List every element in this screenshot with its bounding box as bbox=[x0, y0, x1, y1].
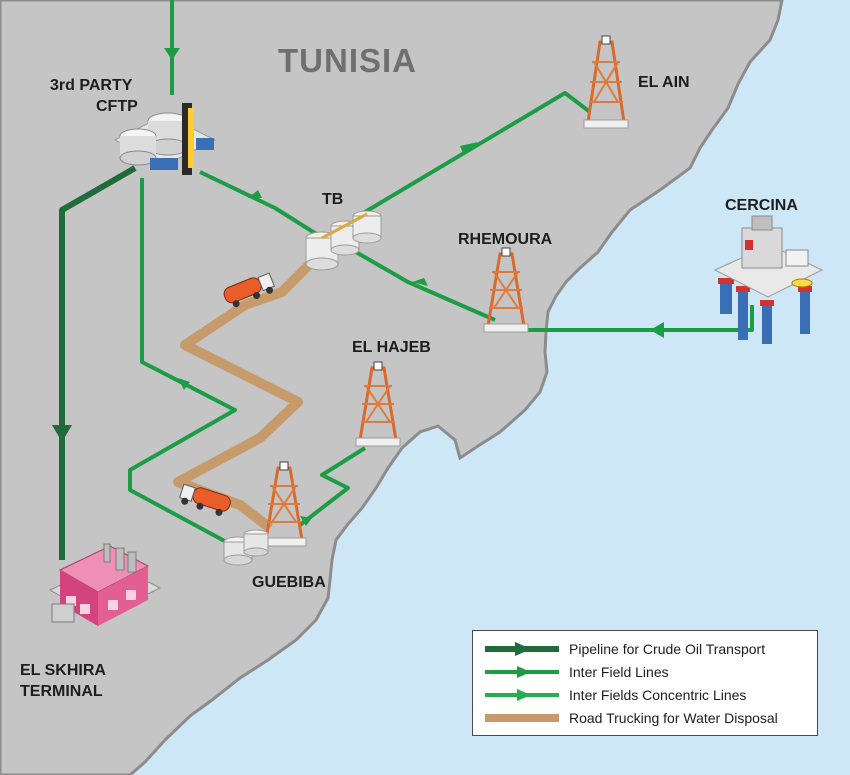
tunisia-landmass bbox=[0, 0, 784, 775]
tanker-truck-icon-south bbox=[179, 483, 231, 516]
site-label-cercina: CERCINA bbox=[725, 197, 798, 214]
arrow-guebiba bbox=[300, 516, 312, 526]
legend-symbol-crude-pipeline bbox=[485, 642, 559, 656]
site-label-el-ain: EL AIN bbox=[638, 74, 690, 91]
terminal-refinery-icon bbox=[48, 543, 162, 626]
line-el-hajeb-guebiba bbox=[298, 446, 367, 527]
storage-tanks-icon bbox=[305, 210, 382, 271]
processing-plant-icon bbox=[113, 103, 217, 175]
arrow-crude-pipeline bbox=[52, 425, 72, 442]
legend-label-inter-field: Inter Field Lines bbox=[569, 664, 669, 680]
legend-item-inter-field: Inter Field Lines bbox=[483, 662, 669, 682]
site-label-cftp-line2: CFTP bbox=[96, 98, 138, 115]
country-label: TUNISIA bbox=[278, 42, 417, 79]
map-legend: Pipeline for Crude Oil Transport Inter F… bbox=[472, 630, 818, 736]
legend-label-trucking: Road Trucking for Water Disposal bbox=[569, 710, 778, 726]
oil-derrick-icon-el-hajeb bbox=[355, 361, 401, 447]
legend-item-concentric: Inter Fields Concentric Lines bbox=[483, 685, 746, 705]
site-label-guebiba: GUEBIBA bbox=[252, 574, 326, 591]
arrow-el-ain-tb bbox=[460, 142, 478, 155]
line-cftp-guebiba-loop bbox=[128, 178, 237, 547]
legend-label-crude-pipeline: Pipeline for Crude Oil Transport bbox=[569, 641, 766, 657]
flow-arrows bbox=[164, 48, 664, 526]
crude-pipeline bbox=[52, 165, 137, 560]
oil-derrick-icon-rhemoura bbox=[483, 247, 529, 333]
line-tb-cftp bbox=[199, 170, 320, 237]
site-label-rhemoura: RHEMOURA bbox=[458, 231, 553, 248]
line-el-ain-tb bbox=[363, 91, 592, 214]
line-rhemoura-tb bbox=[341, 242, 496, 322]
legend-symbol-concentric bbox=[485, 689, 559, 701]
storage-tanks-icon-guebiba bbox=[223, 529, 269, 566]
site-label-el-skhira-line1: EL SKHIRA bbox=[20, 662, 106, 679]
tanker-truck-icon-north bbox=[223, 272, 276, 308]
site-label-el-skhira-line2: TERMINAL bbox=[20, 683, 103, 700]
arrow-rhemoura-tb bbox=[412, 278, 428, 286]
legend-label-concentric: Inter Fields Concentric Lines bbox=[569, 687, 747, 703]
legend-item-crude-pipeline: Pipeline for Crude Oil Transport bbox=[483, 639, 765, 659]
site-label-el-hajeb: EL HAJEB bbox=[352, 339, 431, 356]
oil-derrick-icon-guebiba bbox=[261, 461, 307, 547]
site-label-tb: TB bbox=[322, 191, 344, 208]
inter-field-lines bbox=[128, 0, 754, 547]
arrow-north-inflow bbox=[164, 48, 180, 60]
oil-derrick-icon-el-ain bbox=[583, 35, 629, 129]
legend-symbol-trucking bbox=[485, 714, 559, 722]
arrow-tb-cftp bbox=[248, 190, 262, 198]
line-cercina-rhemoura bbox=[520, 305, 754, 332]
offshore-platform-icon bbox=[713, 215, 824, 344]
legend-item-trucking: Road Trucking for Water Disposal bbox=[483, 708, 778, 728]
arrow-loop bbox=[178, 378, 190, 390]
arrow-cercina bbox=[650, 322, 664, 338]
legend-symbol-inter-field bbox=[485, 666, 559, 678]
site-label-cftp-line1: 3rd PARTY bbox=[50, 77, 133, 94]
